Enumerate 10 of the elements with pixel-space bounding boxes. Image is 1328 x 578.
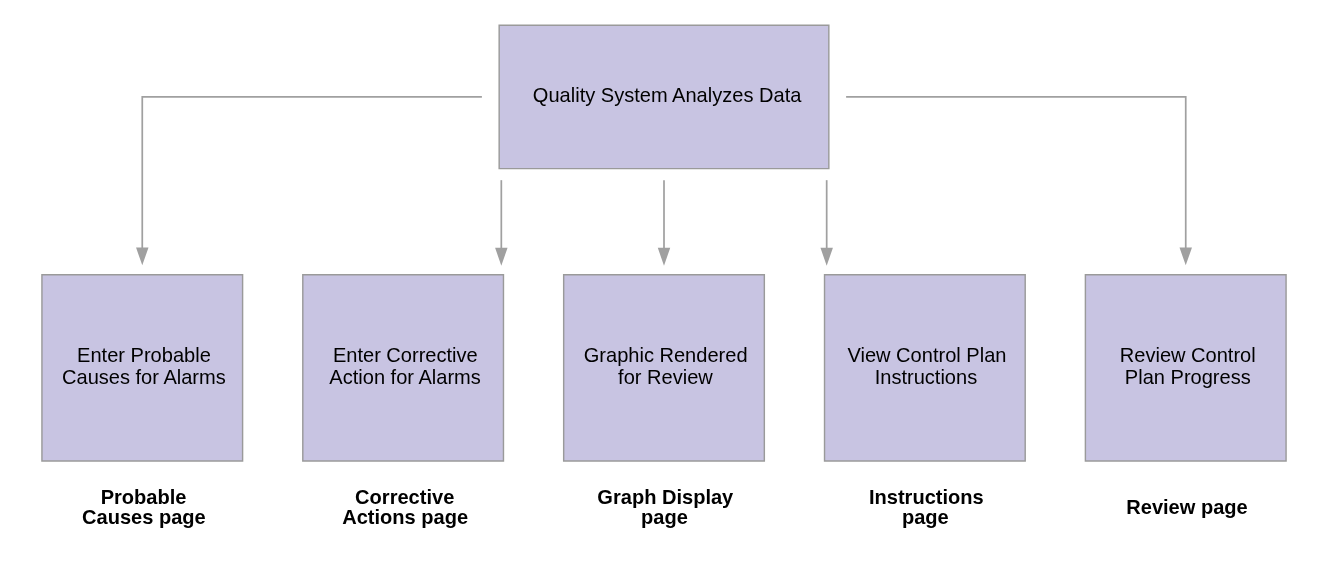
node-label: Probable Causes page	[82, 486, 206, 529]
node-label: Review page	[1126, 495, 1248, 518]
arrow	[657, 179, 671, 266]
node-label: Graph Display page	[597, 486, 734, 529]
node-label: Corrective Actions page	[342, 486, 469, 529]
node-label: Instructions page	[868, 486, 984, 529]
arrow	[495, 179, 508, 266]
arrow	[820, 179, 833, 266]
arrow	[136, 96, 483, 266]
arrow	[845, 96, 1192, 266]
